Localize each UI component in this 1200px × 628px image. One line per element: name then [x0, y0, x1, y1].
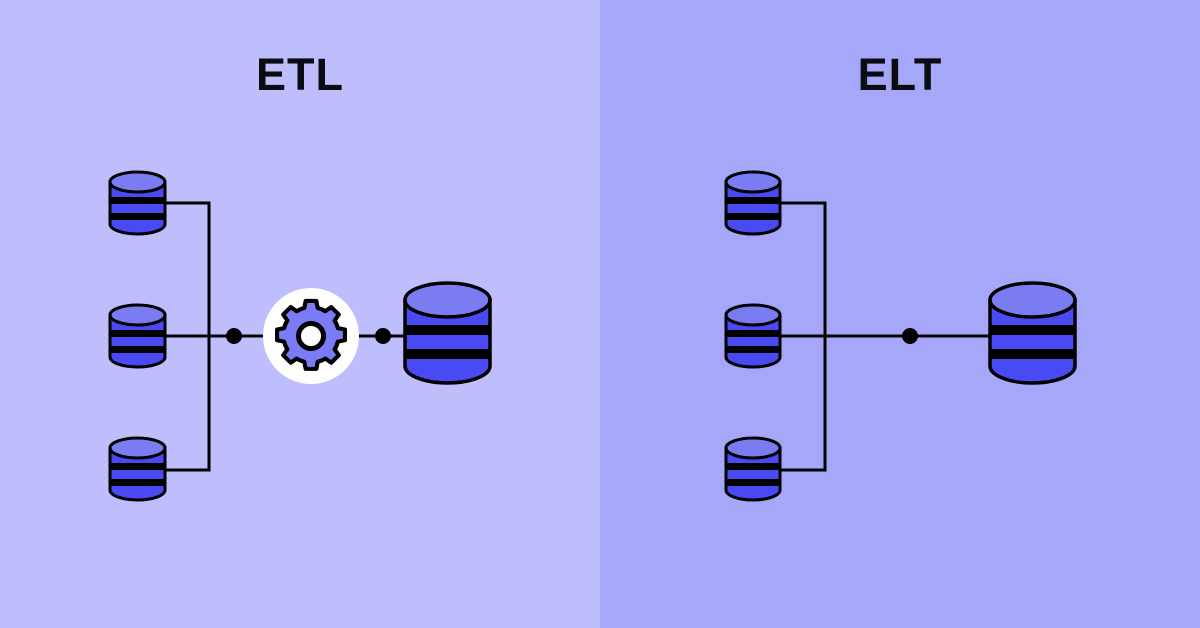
elt-source-database-1[interactable] — [724, 170, 782, 236]
etl-source-database-2[interactable] — [108, 303, 167, 369]
etl-flow-diagram — [108, 170, 492, 502]
etl-source-database-1[interactable] — [108, 170, 167, 236]
panel-etl: ETL — [0, 0, 600, 628]
panel-elt: ELT — [600, 0, 1200, 628]
elt-source-database-3[interactable] — [724, 436, 782, 502]
etl-target-data-warehouse[interactable] — [403, 281, 492, 385]
panel-elt-title: ELT — [857, 49, 943, 100]
etl-connectors — [163, 201, 407, 472]
etl-connector-dot-left — [226, 328, 242, 344]
gear-icon — [275, 298, 347, 371]
elt-source-database-2[interactable] — [724, 303, 782, 369]
elt-connector-dot — [902, 328, 918, 344]
elt-flow-diagram — [724, 170, 1077, 502]
panel-etl-title: ETL — [256, 49, 344, 100]
etl-transform-stage[interactable] — [263, 288, 359, 384]
etl-connector-dot-right — [375, 328, 391, 344]
etl-source-database-3[interactable] — [108, 436, 167, 502]
elt-target-data-warehouse[interactable] — [988, 281, 1077, 385]
elt-connectors — [778, 201, 992, 472]
